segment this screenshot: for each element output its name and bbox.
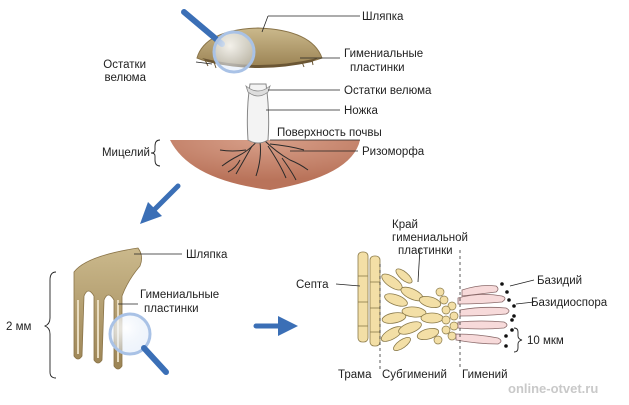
label-stem: Ножка <box>344 105 379 117</box>
leader-lines-top <box>195 15 360 152</box>
label-soil: Поверхность почвы <box>277 127 382 139</box>
subhymenium-cells <box>380 268 444 352</box>
label-subhymenium: Субгимений <box>382 369 447 381</box>
label-cap: Шляпка <box>362 11 404 23</box>
label-gills-1: Гимениальные <box>344 48 423 60</box>
trama-hyphae <box>357 251 381 347</box>
mycelium-roots <box>219 139 309 181</box>
mycelium-brace <box>150 139 161 167</box>
label-scale-10um: 10 мкм <box>527 335 564 347</box>
mushroom-illustration <box>170 27 360 190</box>
label-rhizomorph: Ризоморфа <box>362 146 425 158</box>
label-gills-2: пластинки <box>350 62 405 74</box>
label-basidium: Базидий <box>537 275 582 287</box>
magnifier-gills-icon <box>108 312 169 375</box>
label-veil-left-1: Остатки <box>103 59 146 71</box>
label-edge-3: пластинки <box>398 245 453 257</box>
label-veil-left-2: велюма <box>104 72 146 84</box>
mushroom-stem <box>246 83 270 144</box>
label-scale-2mm: 2 мм <box>6 321 31 333</box>
label-gills-section-2: пластинки <box>144 303 199 315</box>
arrow-right-icon <box>253 316 298 336</box>
leader-lines-left <box>118 253 182 305</box>
leader-lines-right <box>335 247 535 305</box>
label-septum: Септа <box>296 279 329 291</box>
label-edge-1: Край <box>392 219 418 231</box>
label-veil-right: Остатки велюма <box>344 85 432 97</box>
label-edge-2: гимениальной <box>392 232 468 244</box>
scale-brace-2mm <box>43 271 57 379</box>
label-gills-section-1: Гимениальные <box>140 289 219 301</box>
veil-ring <box>245 84 271 97</box>
hymenium-microstructure <box>357 251 516 352</box>
label-hymenium: Гимений <box>462 369 508 381</box>
basidia <box>455 285 510 345</box>
zone-separators <box>379 250 461 370</box>
label-mycelium: Мицелий <box>102 147 150 159</box>
label-cap-section: Шляпка <box>186 249 228 261</box>
label-trama: Трама <box>338 369 372 381</box>
soil-surface <box>170 140 360 190</box>
scale-brace-10um <box>513 327 523 353</box>
arrow-down-left-icon <box>140 183 181 224</box>
basidiospores <box>500 282 516 348</box>
hymenium-cells <box>433 287 459 345</box>
magnifier-icon <box>181 9 256 74</box>
label-basidiospore: Базидиоспора <box>531 297 608 309</box>
watermark: online-otvet.ru <box>508 381 598 396</box>
